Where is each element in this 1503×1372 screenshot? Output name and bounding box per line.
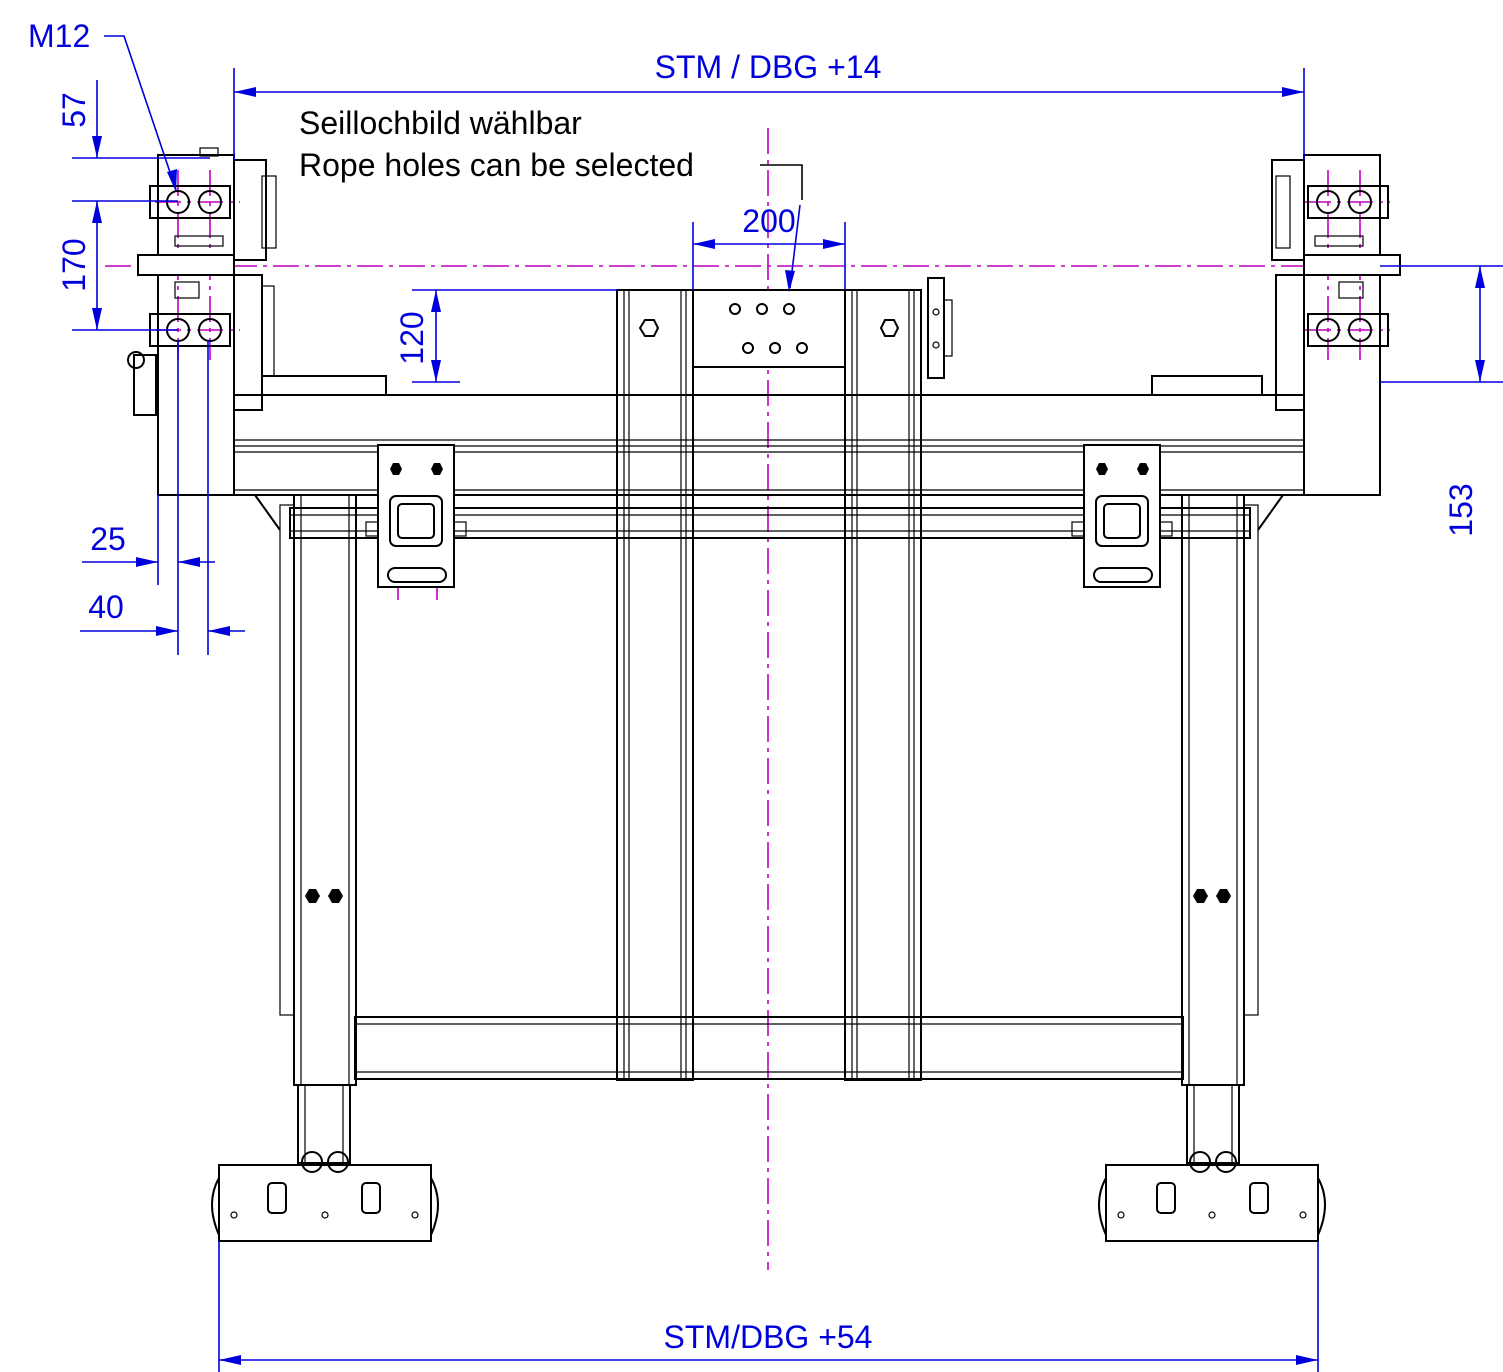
dim-25: 25 xyxy=(90,521,126,557)
frame xyxy=(233,277,1305,1086)
dim-bottom-width: STM/DBG +54 xyxy=(664,1319,873,1355)
bottom-beam xyxy=(354,1016,1184,1080)
post-bolt xyxy=(305,889,320,903)
post-bolt xyxy=(328,889,343,903)
dim-57: 57 xyxy=(56,92,92,128)
rope-hole xyxy=(729,303,741,315)
left-post xyxy=(293,494,357,1086)
rope-hole xyxy=(756,303,768,315)
right-guide-shoe xyxy=(1303,154,1381,496)
right-guide-assembly xyxy=(1271,154,1401,496)
post-bolt xyxy=(1216,889,1231,903)
right-lower-guide xyxy=(1098,1084,1326,1242)
note-rope-holes-de: Seillochbild wählbar xyxy=(299,105,582,141)
left-guide-shoe xyxy=(157,154,235,496)
dim-thread: M12 xyxy=(28,18,90,54)
dimension-lines xyxy=(72,35,1503,1372)
hex-nut xyxy=(879,319,900,337)
lower-cross-beam xyxy=(289,507,1251,539)
left-guide-assembly xyxy=(127,147,277,496)
dim-top-width: STM / DBG +14 xyxy=(655,49,882,85)
dim-120: 120 xyxy=(394,311,430,364)
post-bolt xyxy=(1193,889,1208,903)
rope-hole xyxy=(769,342,781,354)
limit-switch xyxy=(927,277,945,379)
rope-hole xyxy=(742,342,754,354)
left-lower-guide xyxy=(211,1084,439,1242)
dim-170: 170 xyxy=(56,238,92,291)
right-clamp-block xyxy=(1071,444,1173,588)
rope-hole xyxy=(796,342,808,354)
rope-hole xyxy=(783,303,795,315)
center-profile-right xyxy=(844,289,922,1081)
dim-200: 200 xyxy=(742,203,795,239)
right-post xyxy=(1181,494,1245,1086)
hex-nut xyxy=(638,319,660,337)
dim-40: 40 xyxy=(88,589,124,625)
note-rope-holes-en: Rope holes can be selected xyxy=(299,147,694,183)
center-profile-left xyxy=(616,289,694,1081)
dim-153: 153 xyxy=(1443,483,1479,536)
left-clamp-block xyxy=(365,444,467,588)
rope-hitch-plate xyxy=(692,289,846,368)
